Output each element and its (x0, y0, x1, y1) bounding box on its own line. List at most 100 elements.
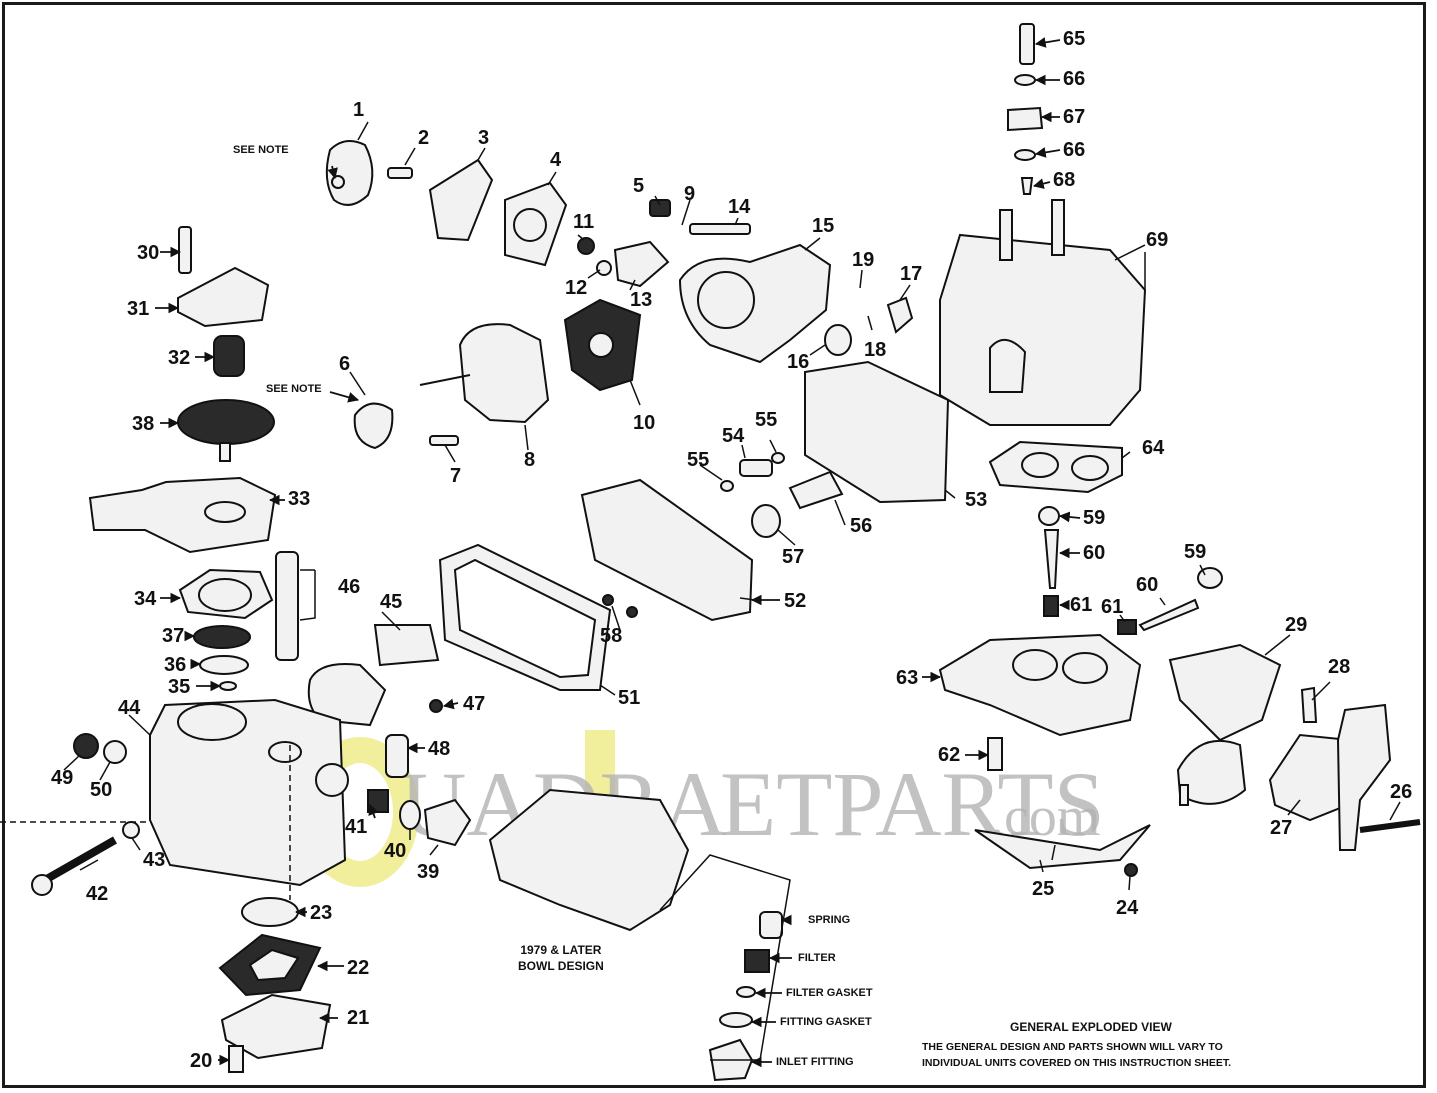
callout-30: 30 (137, 242, 160, 264)
callout-61a: 61 (1070, 594, 1093, 616)
callout-68: 68 (1053, 169, 1076, 191)
callout-69: 69 (1146, 229, 1169, 251)
part-53-gasket (804, 360, 950, 504)
inlet-filter-label: FILTER (798, 952, 836, 964)
part-66-gasket-a (1014, 74, 1036, 86)
part-23-spring (241, 897, 299, 927)
inlet-filter-gasket-label: FILTER GASKET (786, 987, 873, 999)
callout-15: 15 (812, 215, 835, 237)
callout-34: 34 (134, 588, 157, 610)
part-16-oring (824, 324, 852, 356)
callout-9: 9 (684, 183, 696, 205)
inlet-spring (759, 911, 783, 939)
callout-36: 36 (164, 654, 187, 676)
part-20-screw (228, 1045, 244, 1073)
callout-4: 4 (550, 149, 562, 171)
part-59-bushing-b (1197, 567, 1223, 589)
part-61-spring-a (1043, 595, 1059, 617)
callout-22: 22 (347, 957, 370, 979)
callout-18: 18 (864, 339, 887, 361)
part-7-screw (429, 435, 459, 446)
part-60-screw-a (1043, 529, 1060, 589)
part-37-filter (193, 625, 251, 649)
part-43-washer (122, 821, 140, 839)
callout-20: 20 (190, 1050, 213, 1072)
part-67-fitting (1007, 106, 1044, 132)
part-52-metering-block (580, 478, 754, 622)
choke-pulloff (1176, 739, 1247, 805)
callout-40: 40 (384, 840, 407, 862)
part-5-screw (649, 199, 671, 217)
callout-66a: 66 (1063, 68, 1086, 90)
part-56-power-valve (788, 470, 844, 510)
part-12-washer (596, 260, 612, 276)
callout-54: 54 (722, 425, 745, 447)
callout-41: 41 (345, 816, 368, 838)
inlet-fitting-gasket-label: FITTING GASKET (780, 1016, 872, 1028)
part-48-spring (385, 734, 409, 778)
part-68-nozzle (1020, 177, 1034, 195)
callout-25: 25 (1032, 878, 1055, 900)
part-28-plunger (1300, 686, 1318, 723)
part-25-linkage (974, 824, 1151, 870)
callout-38: 38 (132, 413, 155, 435)
callout-59b: 59 (1184, 541, 1207, 563)
callout-55b: 55 (755, 409, 778, 431)
part-60-screw-b (1138, 598, 1200, 632)
callout-13: 13 (630, 289, 653, 311)
callout-67: 67 (1063, 106, 1086, 128)
callout-28: 28 (1328, 656, 1351, 678)
callout-46: 46 (338, 576, 361, 598)
part-24-nut (1124, 863, 1138, 877)
part-3-cover (428, 158, 494, 242)
part-39-inlet-fitting (423, 798, 472, 847)
part-17-clip (886, 296, 914, 334)
part-61-spring-b (1117, 619, 1137, 635)
part-30-bolt (178, 226, 192, 274)
callout-60b: 60 (1136, 574, 1159, 596)
caption-line-2: INDIVIDUAL UNITS COVERED ON THIS INSTRUC… (922, 1057, 1231, 1069)
part-46-needle-seat (275, 551, 299, 661)
callout-59a: 59 (1083, 507, 1106, 529)
callout-65: 65 (1063, 28, 1086, 50)
callout-33: 33 (288, 488, 311, 510)
callout-51: 51 (618, 687, 641, 709)
part-50-gasket (103, 740, 127, 764)
callout-17: 17 (900, 263, 923, 285)
callout-24: 24 (1116, 897, 1139, 919)
callout-43: 43 (143, 849, 166, 871)
callout-37: 37 (162, 625, 185, 647)
part-6-gasket (353, 402, 394, 450)
part-36-disc (199, 655, 249, 675)
callout-21: 21 (347, 1007, 370, 1029)
callout-39: 39 (417, 861, 440, 883)
callout-50: 50 (90, 779, 113, 801)
part-29-choke-lever (1168, 643, 1282, 742)
callout-60a: 60 (1083, 542, 1106, 564)
part-55-gasket-a (720, 480, 734, 492)
callout-19: 19 (852, 249, 875, 271)
callout-7: 7 (450, 465, 462, 487)
callout-63: 63 (896, 667, 919, 689)
callout-3: 3 (478, 127, 490, 149)
see-note-label-1: SEE NOTE (233, 144, 289, 156)
caption-title: GENERAL EXPLODED VIEW (1010, 1020, 1172, 1034)
part-2-screw (387, 167, 413, 179)
callout-11: 11 (573, 211, 595, 233)
part-47-nut (429, 699, 443, 713)
inlet-spring-label: SPRING (808, 914, 851, 926)
part-31-cover (177, 266, 270, 328)
part-58-jet (602, 594, 614, 606)
part-21-pump-cover (220, 993, 332, 1060)
part-62-screw (987, 737, 1003, 771)
part-49-plug (73, 733, 99, 759)
callout-32: 32 (168, 347, 191, 369)
callout-14: 14 (728, 196, 751, 218)
part-8-power-valve (458, 323, 550, 424)
bowl-design-line2: BOWL DESIGN (518, 959, 604, 974)
inlet-filter (744, 949, 770, 973)
part-42-bolt (43, 836, 117, 884)
callout-26: 26 (1390, 781, 1413, 803)
